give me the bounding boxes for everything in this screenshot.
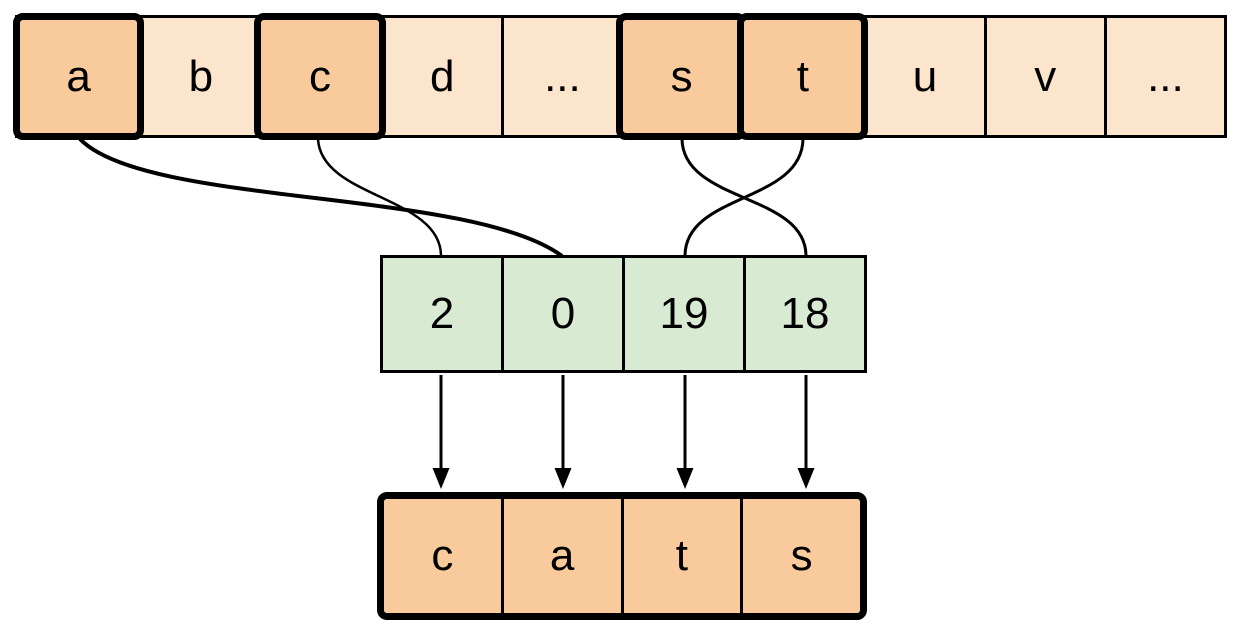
index-cell-19: 19 [622,258,743,370]
alphabet-cell-t: t [737,13,869,140]
output-array: c a t s [377,492,867,620]
alphabet-cell-d: d [380,18,501,135]
alphabet-cell-c: c [254,13,386,140]
output-cell-s: s [740,499,860,613]
arrow-index-18-to-output-s [797,375,815,489]
arrow-index-2-to-output-c [432,375,450,489]
curve-a-to-index-0 [78,137,564,258]
alphabet-cell-a: a [13,13,145,140]
alphabet-cell-ellipsis-1: ... [500,18,622,135]
index-array: 2 0 19 18 [380,255,867,373]
curve-t-to-index-19 [683,138,805,257]
alphabet-cell-b: b [139,18,260,135]
alphabet-cell-s: s [616,13,748,140]
curve-s-to-index-18 [680,138,808,257]
curve-c-to-index-2 [316,138,443,257]
index-cell-18: 18 [743,258,864,370]
alphabet-cell-ellipsis-2: ... [1103,18,1225,135]
output-cell-t: t [620,499,741,613]
arrow-index-19-to-output-t [676,375,694,489]
alphabet-cell-u: u [863,18,984,135]
alphabet-array: a b c d ... s t u v ... [13,13,1227,140]
arrow-index-0-to-output-a [554,375,572,489]
output-cell-c: c [384,499,501,613]
index-cell-2: 2 [383,258,501,370]
index-cell-0: 0 [501,258,622,370]
alphabet-cell-v: v [983,18,1104,135]
output-cell-a: a [500,499,621,613]
